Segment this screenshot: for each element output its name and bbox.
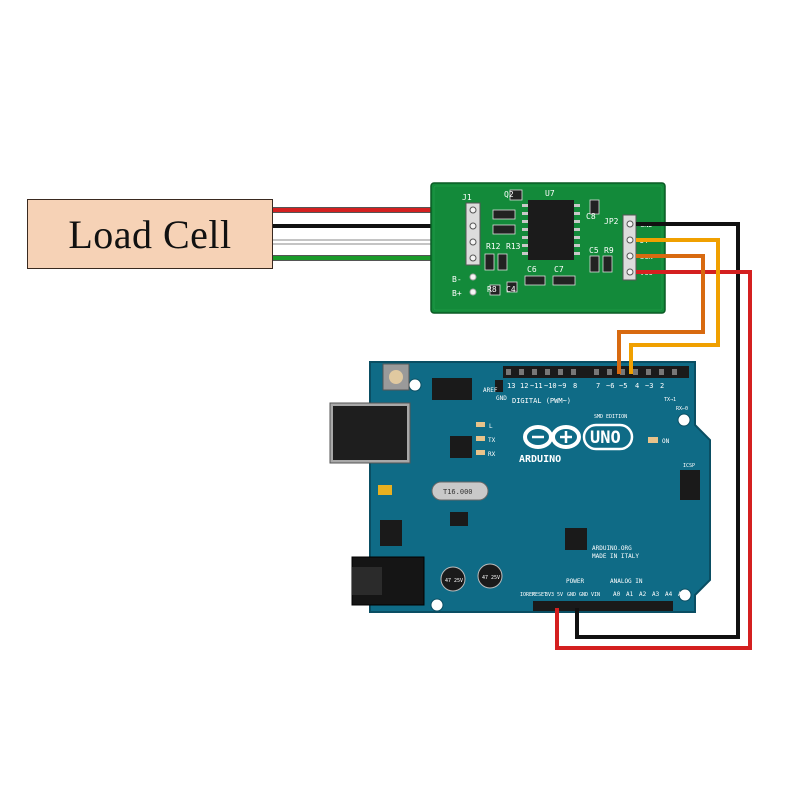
icsp-header [680,470,700,500]
pin-gnd: GND [567,592,576,598]
pin-5: ~5 [619,382,627,390]
pin-3v3: 3V3 [545,592,554,598]
label-j1: J1 [462,193,472,202]
power-analog-header [533,601,673,611]
label-r9: R9 [604,246,614,255]
j1-header [465,202,481,266]
hx711-chip [528,200,574,260]
pin-a3: A3 [652,591,660,598]
analog-header-label: ANALOG IN [610,578,643,585]
website-label: ARDUINO.ORG [592,545,632,552]
pin-2: 2 [660,382,664,390]
uno-label: UNO [590,428,621,448]
pin-7: 7 [596,382,600,390]
signal-wires [555,222,752,650]
arduino-label: ARDUINO [519,454,561,465]
pin-13: 13 [507,382,515,390]
wire-vcc [555,270,752,650]
label-c7: C7 [554,265,564,274]
cap-label: 47 25V [445,578,463,584]
digital-pin-labels: 13 12 ~11 ~10 ~9 8 7 ~6 ~5 4 ~3 2 [507,382,664,390]
jp2-header [622,214,637,281]
pin-6: ~6 [606,382,614,390]
main-chip [565,528,587,550]
icsp-label: ICSP [683,463,695,469]
crystal-label: T16.000 [443,488,473,496]
label-c8: C8 [586,212,596,221]
label-b-minus: B- [452,275,462,284]
arduino-board: 13 12 ~11 ~10 ~9 8 7 ~6 ~5 4 ~3 2 TX→1 R… [329,361,711,613]
load-cell-label: Load Cell [68,211,232,257]
wire-sck [617,254,705,374]
hx711-board: J1 Q2 U7 C8 JP2 R12 R13 C5 R9 R8 C4 C6 C… [430,182,666,314]
tx-label: TX [488,437,496,444]
pin-12: 12 [520,382,528,390]
capacitor [440,566,466,592]
pin-vin: VIN [591,592,600,598]
label-u7: U7 [545,189,555,198]
capacitor [477,563,503,589]
pin-3: ~3 [645,382,653,390]
label-b-plus: B+ [452,289,462,298]
pin-a4: A4 [665,591,673,598]
aref-label: AREF [483,387,498,394]
pin-tx1: TX→1 [664,397,676,403]
pin-10: ~10 [544,382,557,390]
analog-pin-labels: A0 A1 A2 A3 A4 A5 [613,591,686,598]
power-pin-labels: IOREF RESET 3V3 5V GND GND VIN [520,592,600,598]
label-q2: Q2 [504,190,514,199]
pin-11: ~11 [530,382,543,390]
pin-a2: A2 [639,591,647,598]
pin-4: 4 [635,382,639,390]
label-c5: C5 [589,246,599,255]
cap-label: 47 25V [482,575,500,581]
label-jp2: JP2 [604,217,619,226]
label-r8: R8 [487,285,497,294]
load-cell-box: Load Cell [27,199,273,269]
on-label: ON [662,438,670,445]
gnd-digital-label: GND [496,395,507,402]
pin-gnd2: GND [579,592,588,598]
pin-a5: A5 [678,591,686,598]
label-c6: C6 [527,265,537,274]
pin-reset: RESET [532,592,547,598]
wire-gnd [575,222,740,639]
smd-edition-label: SMD EDITION [594,414,627,420]
pin-a0: A0 [613,591,621,598]
pin-ioref: IOREF [520,592,535,598]
arduino-pcb [369,361,711,613]
l-label: L [489,423,493,430]
made-in-label: MADE IN ITALY [592,553,639,560]
pin-9: ~9 [558,382,566,390]
pin-a1: A1 [626,591,634,598]
pin-5v: 5V [557,592,563,598]
power-header-label: POWER [566,578,584,585]
wire-dt [629,238,720,374]
arduino-logo [523,425,581,449]
usb-chip [450,436,472,458]
pin-8: 8 [573,382,577,390]
digital-header-label: DIGITAL (PWM~) [512,397,571,405]
label-r13: R13 [506,242,521,251]
rx-label: RX [488,451,496,458]
label-r12: R12 [486,242,501,251]
label-c4: C4 [506,285,516,294]
smd-part [492,209,516,220]
crystal [431,481,489,501]
pin-rx0: RX←0 [676,406,688,412]
